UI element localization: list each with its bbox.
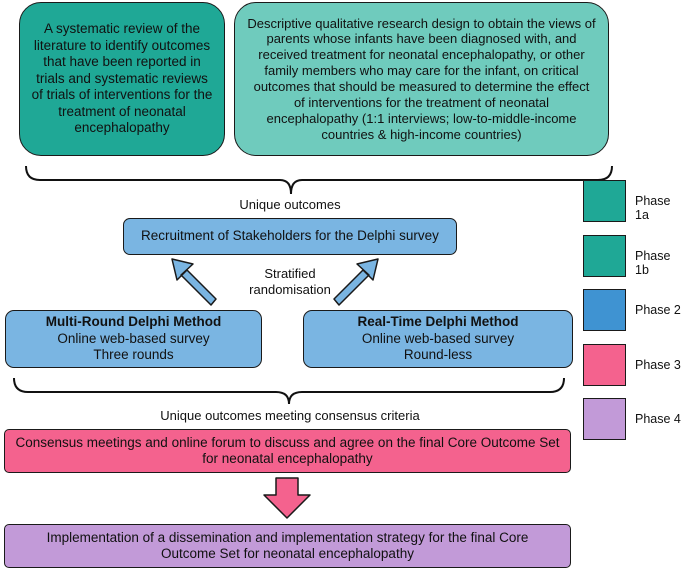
recruitment-text: Recruitment of Stakeholders for the Delp…	[141, 228, 439, 244]
legend-swatch-phase-1b	[583, 235, 626, 277]
legend-label-phase-1b: Phase 1b	[635, 249, 671, 277]
consensus-meetings-text: Consensus meetings and online forum to d…	[15, 434, 560, 466]
multi-round-line2: Three rounds	[93, 347, 174, 363]
legend-label-phase-4: Phase 4	[635, 412, 681, 426]
legend-label-phase-1a: Phase 1a	[635, 194, 671, 222]
phase-1b-text: Descriptive qualitative research design …	[247, 15, 596, 142]
legend-swatch-phase-4	[583, 398, 626, 440]
legend-swatch-phase-1a	[583, 180, 626, 222]
down-arrow	[263, 477, 311, 519]
legend-label-phase-2: Phase 2	[635, 303, 681, 317]
recruitment-box: Recruitment of Stakeholders for the Delp…	[123, 218, 457, 255]
consensus-criteria-label: Unique outcomes meeting consensus criter…	[160, 408, 420, 423]
randomisation-text: randomisation	[249, 282, 331, 298]
real-time-delphi-box: Real-Time Delphi Method Online web-based…	[303, 310, 573, 368]
multi-round-delphi-box: Multi-Round Delphi Method Online web-bas…	[5, 310, 262, 368]
multi-round-line1: Online web-based survey	[57, 330, 210, 346]
unique-outcomes-label: Unique outcomes	[239, 197, 341, 212]
legend-swatch-phase-2	[583, 289, 626, 331]
phase-1a-text: A systematic review of the literature to…	[31, 21, 213, 136]
stratified-text: Stratified	[264, 266, 316, 281]
consensus-meetings-box: Consensus meetings and online forum to d…	[4, 429, 571, 473]
legend-label-phase-3: Phase 3	[635, 358, 681, 372]
multi-round-title: Multi-Round Delphi Method	[45, 314, 222, 330]
right-diagonal-arrow	[333, 258, 379, 306]
bottom-brace	[13, 377, 565, 405]
phase-1b-box: Descriptive qualitative research design …	[234, 2, 609, 156]
implementation-box: Implementation of a dissemination and im…	[4, 524, 571, 568]
legend-swatch-phase-3	[583, 344, 626, 386]
phase-1a-box: A systematic review of the literature to…	[19, 2, 225, 156]
real-time-title: Real-Time Delphi Method	[357, 314, 519, 330]
top-brace	[25, 165, 613, 195]
implementation-text: Implementation of a dissemination and im…	[46, 529, 529, 561]
real-time-line2: Round-less	[403, 347, 473, 363]
real-time-line1: Online web-based survey	[361, 330, 515, 346]
left-diagonal-arrow	[171, 258, 217, 306]
stratified-randomisation-label: Stratified randomisation	[220, 266, 360, 299]
